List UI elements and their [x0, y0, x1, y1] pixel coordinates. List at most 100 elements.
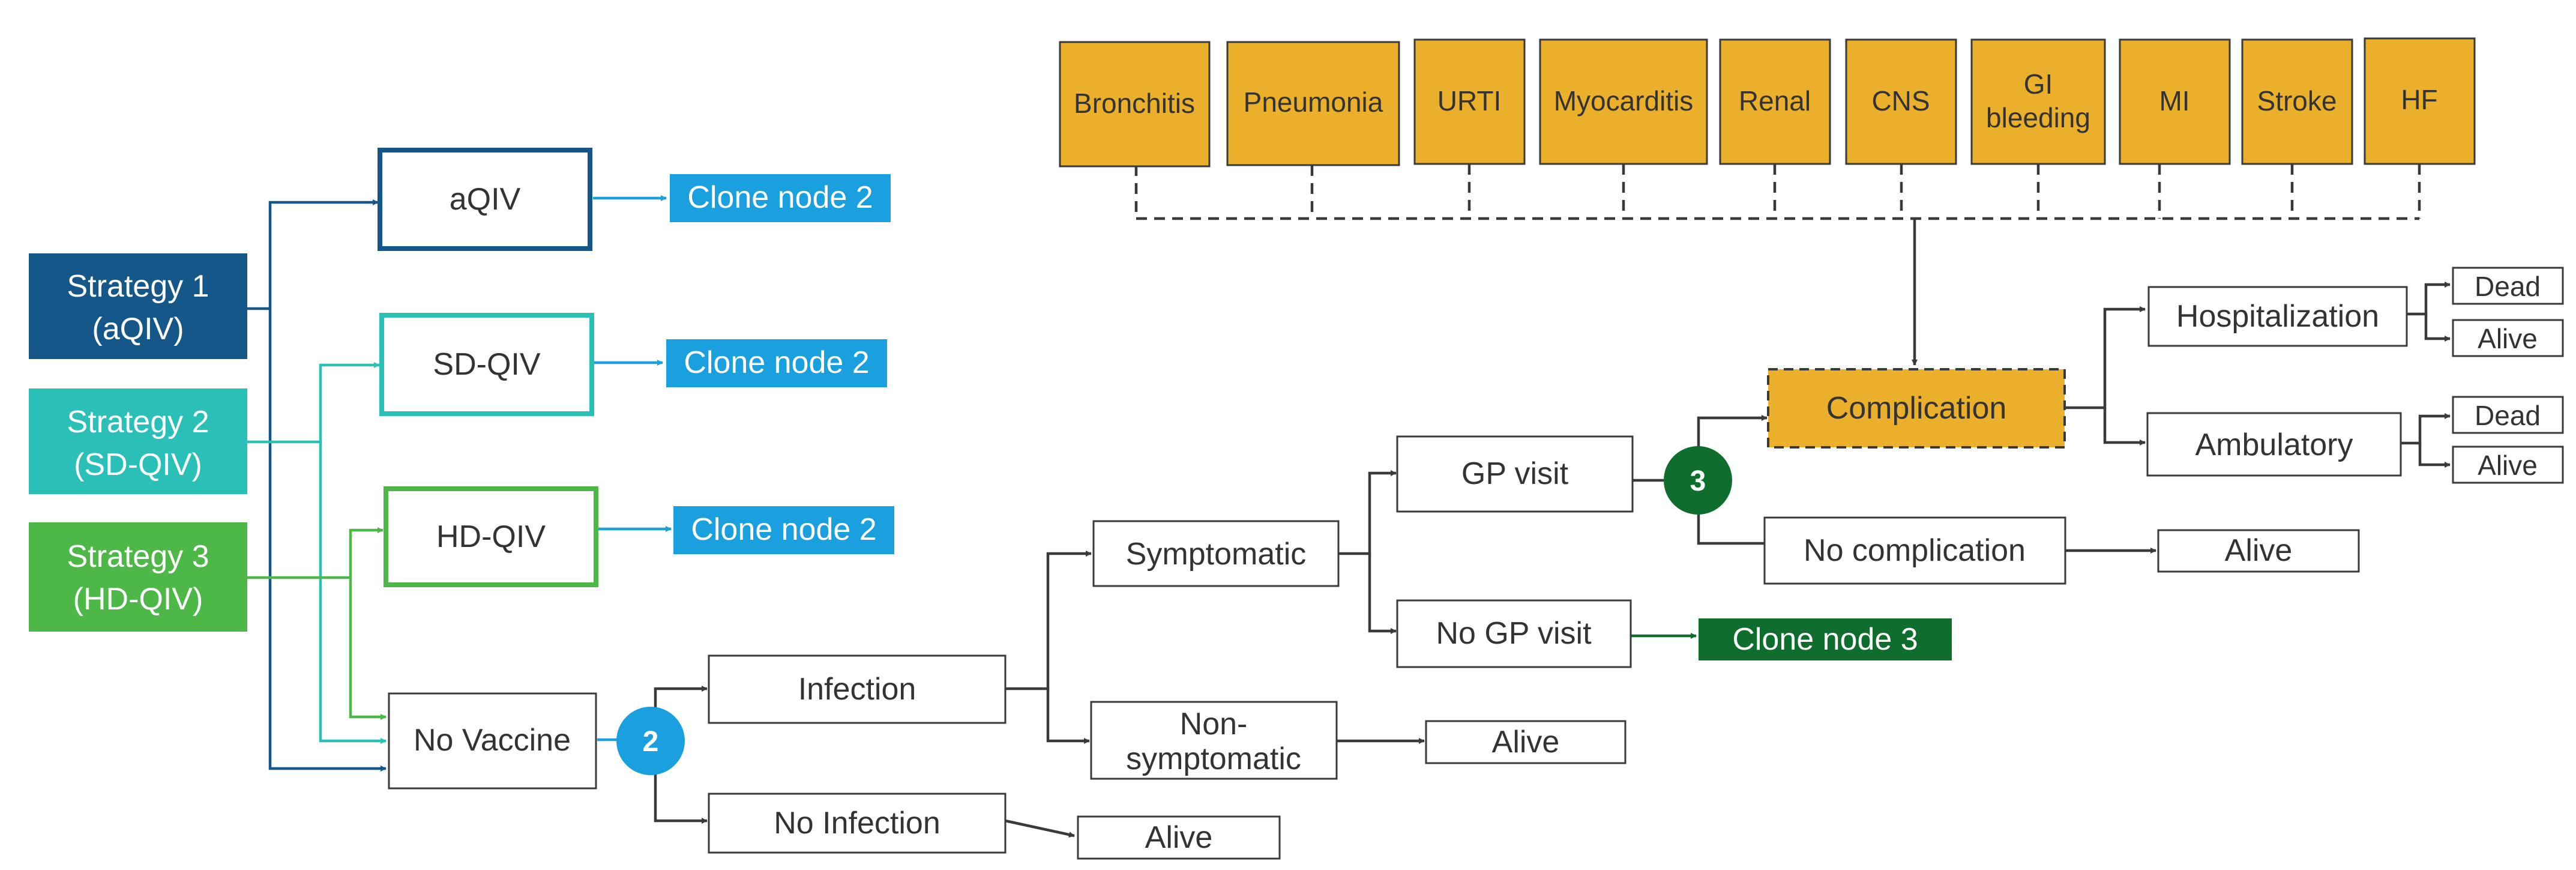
alive-nocomplication-box: Alive — [2157, 529, 2360, 573]
connector-strategy3-novaccine — [349, 578, 387, 720]
strategy-2-title: Strategy 2 — [67, 405, 209, 440]
dashed-drops — [1134, 164, 2421, 219]
vaccine-sdqiv-box: SD-QIV — [379, 313, 594, 416]
connector-symptomatic-gpvisit — [1338, 470, 1397, 555]
hospitalization-label: Hospitalization — [2176, 299, 2379, 334]
vaccine-hdqiv-label: HD-QIV — [436, 519, 546, 554]
complication-type-urti-label: URTI — [1437, 85, 1502, 116]
vaccine-sdqiv-label: SD-QIV — [433, 347, 540, 382]
connectors — [247, 164, 2451, 838]
vaccine-hdqiv-box: HD-QIV — [384, 486, 598, 587]
no-vaccine-label: No Vaccine — [414, 723, 571, 758]
connector-strategy2-sdqiv — [247, 362, 380, 444]
alive-nocomplication-label: Alive — [2225, 533, 2293, 568]
connector-hosp-alive — [2424, 314, 2451, 342]
connector-node2-noinfection — [654, 766, 708, 824]
no-complication-box: No complication — [1763, 516, 2066, 585]
no-infection-box: No Infection — [708, 793, 1007, 854]
connector-strategy1-aqiv — [247, 199, 379, 310]
alive-noinfection-box: Alive — [1077, 815, 1281, 860]
vaccine-aqiv-label: aQIV — [450, 182, 521, 217]
strategy-1-box: Strategy 1 (aQIV) — [29, 253, 247, 359]
alive-ambulatory-box: Alive — [2452, 446, 2564, 484]
chance-node-2: 2 — [616, 707, 685, 775]
clone-node-3: Clone node 3 — [1699, 618, 1952, 660]
complication-label: Complication — [1826, 391, 2007, 426]
complication-type-hf: HF — [2364, 37, 2476, 165]
complication-type-myocarditis-label: Myocarditis — [1554, 85, 1694, 116]
symptomatic-label: Symptomatic — [1126, 537, 1307, 572]
clone-node-2-hdqiv-label: Clone node 2 — [691, 512, 876, 547]
complication-type-pneumonia-label: Pneumonia — [1244, 86, 1383, 118]
gp-visit-box: GP visit — [1396, 435, 1634, 513]
gp-visit-label: GP visit — [1461, 456, 1569, 491]
connector-node3-nocomplication — [1697, 507, 1765, 545]
complication-type-bronchitis: Bronchitis — [1059, 41, 1211, 168]
clone-node-2-hdqiv: Clone node 2 — [673, 506, 894, 554]
clone-node-3-label: Clone node 3 — [1732, 622, 1918, 657]
alive-nonsymptomatic-label: Alive — [1492, 725, 1560, 760]
no-vaccine-box: No Vaccine — [388, 692, 597, 790]
connector-amb-alive — [2418, 443, 2451, 468]
complication-type-cns-label: CNS — [1871, 85, 1930, 116]
strategy-3-title: Strategy 3 — [67, 539, 209, 574]
complication-type-stroke-label: Stroke — [2257, 85, 2337, 116]
vaccine-aqiv-box: aQIV — [378, 148, 592, 251]
complication-box: Complication — [1767, 368, 2066, 449]
ambulatory-box: Ambulatory — [2146, 412, 2402, 477]
complication-type-stroke: Stroke — [2241, 38, 2353, 165]
strategy-2-box: Strategy 2 (SD-QIV) — [29, 388, 247, 494]
dead-ambulatory-label: Dead — [2475, 400, 2541, 431]
dead-ambulatory-box: Dead — [2452, 396, 2564, 434]
strategy-1-subtitle: (aQIV) — [92, 312, 184, 346]
chance-node-2-label: 2 — [643, 726, 659, 758]
complication-type-hf-label: HF — [2401, 84, 2437, 115]
alive-hospitalization-label: Alive — [2478, 323, 2538, 354]
clone-node-2-aqiv-label: Clone node 2 — [687, 180, 873, 215]
complication-type-pneumonia: Pneumonia — [1226, 41, 1400, 166]
connector-infection-nonsymptomatic — [1046, 689, 1090, 744]
complication-type-bronchitis-label: Bronchitis — [1074, 88, 1195, 119]
ambulatory-label: Ambulatory — [2195, 427, 2353, 462]
strategy-3-subtitle: (HD-QIV) — [73, 582, 203, 617]
strategy-1-title: Strategy 1 — [67, 269, 209, 304]
no-gp-visit-label: No GP visit — [1436, 616, 1592, 651]
strategy-3-box: Strategy 3 (HD-QIV) — [29, 522, 247, 632]
complication-type-mi: MI — [2119, 38, 2231, 165]
alive-hospitalization-box: Alive — [2452, 319, 2564, 357]
non-symptomatic-line2: symptomatic — [1126, 742, 1301, 776]
connector-noinfection-alive — [1005, 819, 1075, 838]
complication-type-bleeding-label: bleeding — [1986, 102, 2090, 133]
chance-node-3: 3 — [1664, 446, 1732, 515]
connector-strategy2-novaccine — [319, 442, 387, 744]
alive-noinfection-label: Alive — [1145, 820, 1213, 855]
non-symptomatic-box: Non- symptomatic — [1090, 701, 1338, 780]
alive-nonsymptomatic-box: Alive — [1425, 720, 1627, 764]
no-infection-label: No Infection — [774, 806, 940, 841]
complication-type-cns: CNS — [1845, 38, 1957, 165]
connector-complication-hospitalization — [2065, 306, 2146, 409]
clone-node-2-aqiv: Clone node 2 — [670, 174, 891, 222]
no-gp-visit-box: No GP visit — [1396, 599, 1632, 668]
complication-type-renal-label: Renal — [1739, 85, 1811, 116]
clone-node-2-sdqiv-label: Clone node 2 — [684, 345, 869, 380]
complication-type-gi-bleeding: GI bleeding — [1970, 38, 2106, 165]
infection-box: Infection — [708, 654, 1007, 724]
complication-type-mi-label: MI — [2159, 85, 2189, 116]
connector-strategy1-novaccine — [268, 309, 387, 772]
infection-label: Infection — [798, 672, 916, 707]
connector-hosp-dead — [2407, 282, 2451, 316]
connector-amb-dead — [2401, 413, 2451, 445]
complication-type-urti: URTI — [1413, 38, 1526, 165]
chance-node-3-label: 3 — [1690, 465, 1706, 497]
connector-strategy3-hdqiv — [247, 527, 384, 579]
symptomatic-box: Symptomatic — [1092, 520, 1340, 587]
complication-type-gi-label: GI — [2024, 68, 2053, 100]
clone-node-2-sdqiv: Clone node 2 — [666, 339, 887, 387]
connector-infection-symptomatic — [1005, 551, 1092, 690]
non-symptomatic-line1: Non- — [1180, 707, 1248, 742]
strategy-2-subtitle: (SD-QIV) — [74, 447, 202, 482]
no-complication-label: No complication — [1804, 533, 2026, 568]
alive-ambulatory-label: Alive — [2478, 450, 2538, 481]
complication-type-myocarditis: Myocarditis — [1539, 38, 1708, 165]
